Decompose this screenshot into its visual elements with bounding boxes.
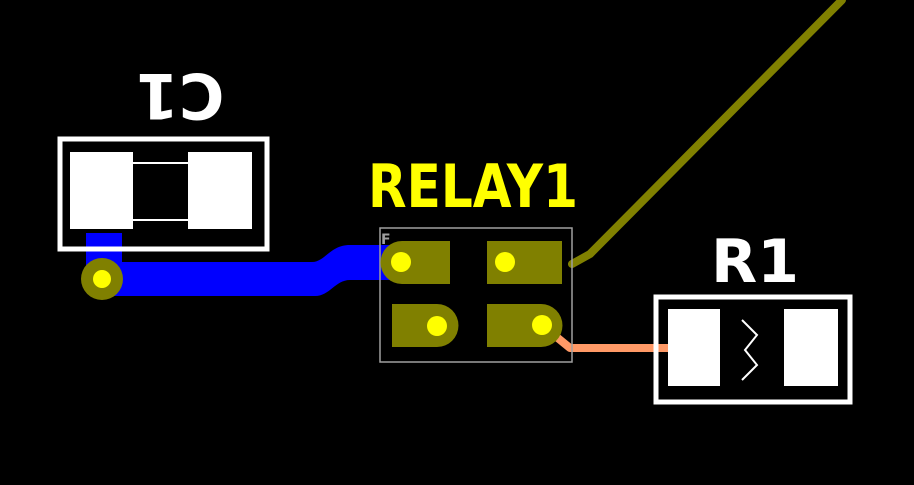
r1-pad-right[interactable]: [784, 309, 838, 386]
c1-designator: C1: [136, 59, 225, 132]
component-c1[interactable]: C1: [57, 59, 270, 252]
r1-pad-left[interactable]: [668, 309, 720, 386]
relay1-pad-3[interactable]: [392, 304, 459, 347]
relay1-pad-1-drill: [391, 252, 411, 272]
c1-pad-left[interactable]: [70, 152, 133, 229]
c1-courtyard-outline: [57, 136, 270, 252]
r1-courtyard-outline: [653, 294, 853, 405]
c1-via-drill: [93, 270, 111, 288]
c1-pad-right[interactable]: [188, 152, 252, 229]
component-relay1[interactable]: F RELAY1: [368, 152, 578, 363]
relay1-courtyard-outline: [379, 227, 573, 363]
trace-olive-to-top-right[interactable]: [568, 0, 846, 268]
relay1-pin-one-marker: F: [381, 232, 391, 248]
trace-blue-c1-to-relay1[interactable]: [102, 245, 398, 296]
relay1-pad-3-drill: [427, 316, 447, 336]
component-r1[interactable]: R1: [653, 227, 853, 405]
relay1-pad-4[interactable]: [487, 304, 563, 347]
relay1-pad-2-drill: [495, 252, 515, 272]
relay1-pad-1[interactable]: [380, 241, 451, 284]
relay1-designator: RELAY1: [368, 152, 578, 222]
relay1-pad-4-drill: [532, 315, 552, 335]
r1-resistor-zigzag: [741, 319, 759, 381]
r1-designator: R1: [711, 227, 799, 297]
trace-orange-relay1-to-r1[interactable]: [544, 326, 672, 352]
